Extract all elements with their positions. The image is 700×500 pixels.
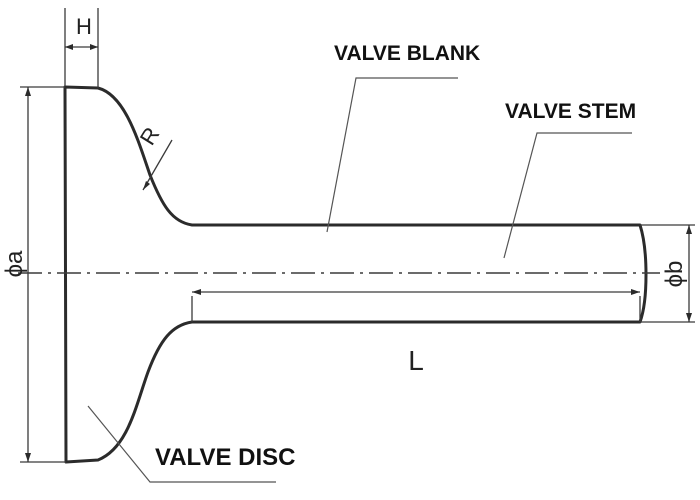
stem-diameter-dimension: ϕb — [640, 224, 695, 323]
valve-body-outline — [63, 85, 648, 464]
valve-stem-label: VALVE STEM — [505, 100, 636, 123]
stem-diameter-label: ϕb — [661, 261, 688, 288]
disc-diameter-label: ϕa — [1, 250, 28, 277]
valve-blank-callout: VALVE BLANK — [326, 42, 480, 233]
valve-stem-callout: VALVE STEM — [503, 100, 636, 259]
stem-length-dimension: L — [191, 289, 641, 376]
valve-blank-label: VALVE BLANK — [334, 42, 480, 65]
disc-thickness-label: H — [76, 14, 92, 39]
valve-disc-label: VALVE DISC — [155, 444, 295, 471]
disc-diameter-dimension: ϕa — [1, 86, 66, 463]
disc-thickness-dimension: H — [64, 8, 99, 88]
stem-length-label: L — [408, 345, 424, 376]
valve-disc-callout: VALVE DISC — [87, 405, 295, 483]
